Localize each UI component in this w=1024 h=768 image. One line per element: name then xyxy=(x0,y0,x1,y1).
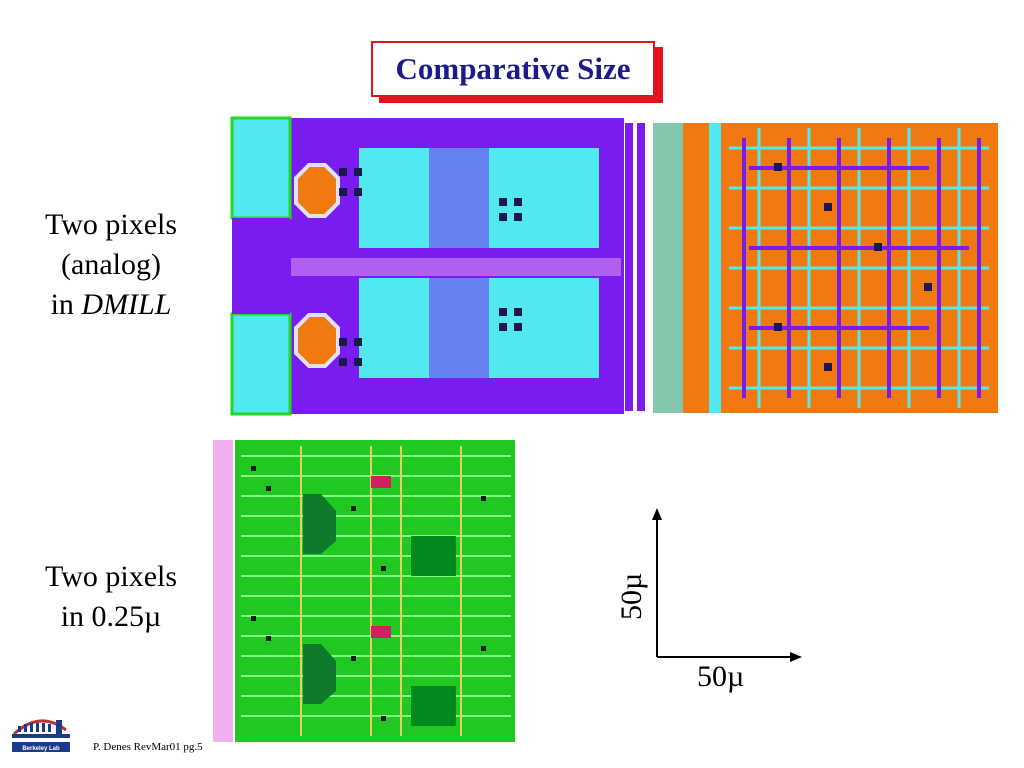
caption-dmill-line3: in DMILL xyxy=(26,285,196,325)
title-box: Comparative Size xyxy=(371,41,655,97)
logo-text: Berkeley Lab xyxy=(22,746,60,752)
berkeley-lab-logo: Berkeley Lab xyxy=(12,719,70,752)
slide-title: Comparative Size xyxy=(395,51,631,86)
caption-deep-line2: in 0.25µ xyxy=(60,600,162,633)
scale-bar-icon xyxy=(652,508,802,662)
dmill-layout-image xyxy=(229,108,1001,428)
footer-text: P. Denes RevMar01 pg.5 xyxy=(93,741,203,753)
caption-deep-submicron: Two pixels in 0.25µ xyxy=(26,557,196,637)
caption-dmill-em: DMILL xyxy=(81,288,172,321)
caption-dmill: Two pixels (analog) in DMILL xyxy=(26,205,196,325)
deep-submicron-layout-image xyxy=(211,436,521,746)
scale-x-label: 50µ xyxy=(697,660,745,693)
caption-dmill-line2: (analog) xyxy=(61,248,161,281)
caption-dmill-line1: Two pixels xyxy=(44,208,178,241)
caption-deep-line1: Two pixels xyxy=(44,560,178,593)
scale-y-label: 50µ xyxy=(615,572,648,620)
caption-dmill-prefix: in xyxy=(50,288,82,321)
